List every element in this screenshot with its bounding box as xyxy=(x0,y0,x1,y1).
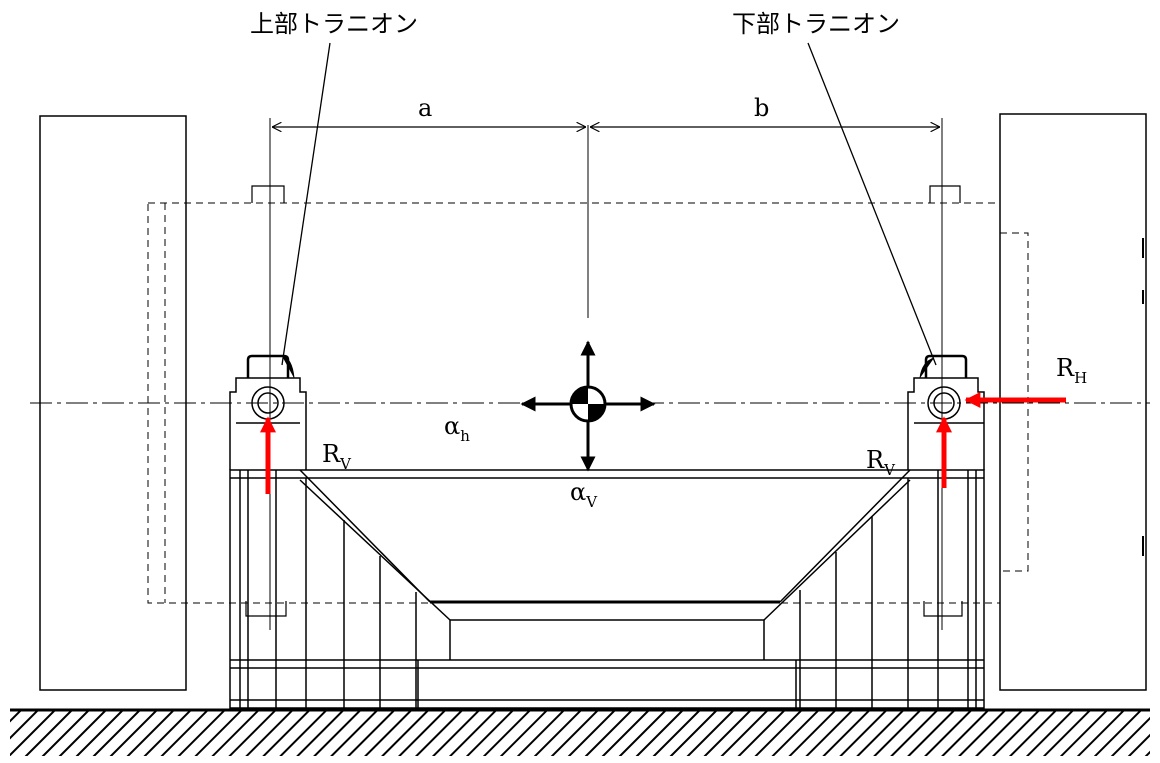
rh-label: RH xyxy=(1056,354,1087,387)
center-of-gravity-symbol xyxy=(520,340,656,472)
lower-trunnion-label: 下部トラニオン xyxy=(732,10,900,38)
alpha-h-label: αh xyxy=(444,412,470,445)
alpha-v-label: αV xyxy=(570,478,598,511)
rv-right-label: RV xyxy=(866,446,896,479)
dimension-b-label: b xyxy=(754,94,769,122)
upper-trunnion-leader xyxy=(281,42,331,366)
trunnion-axis-lines xyxy=(269,118,943,630)
upper-trunnion-label: 上部トラニオン xyxy=(250,10,418,38)
lower-trunnion-leader xyxy=(807,42,937,366)
top-flange-marks xyxy=(245,185,963,617)
ground xyxy=(10,708,1150,756)
dimension-a-label: a xyxy=(418,94,432,122)
rv-left-label: RV xyxy=(322,440,352,473)
support-frame xyxy=(229,469,985,709)
lower-trunnion-bracket xyxy=(907,354,985,470)
